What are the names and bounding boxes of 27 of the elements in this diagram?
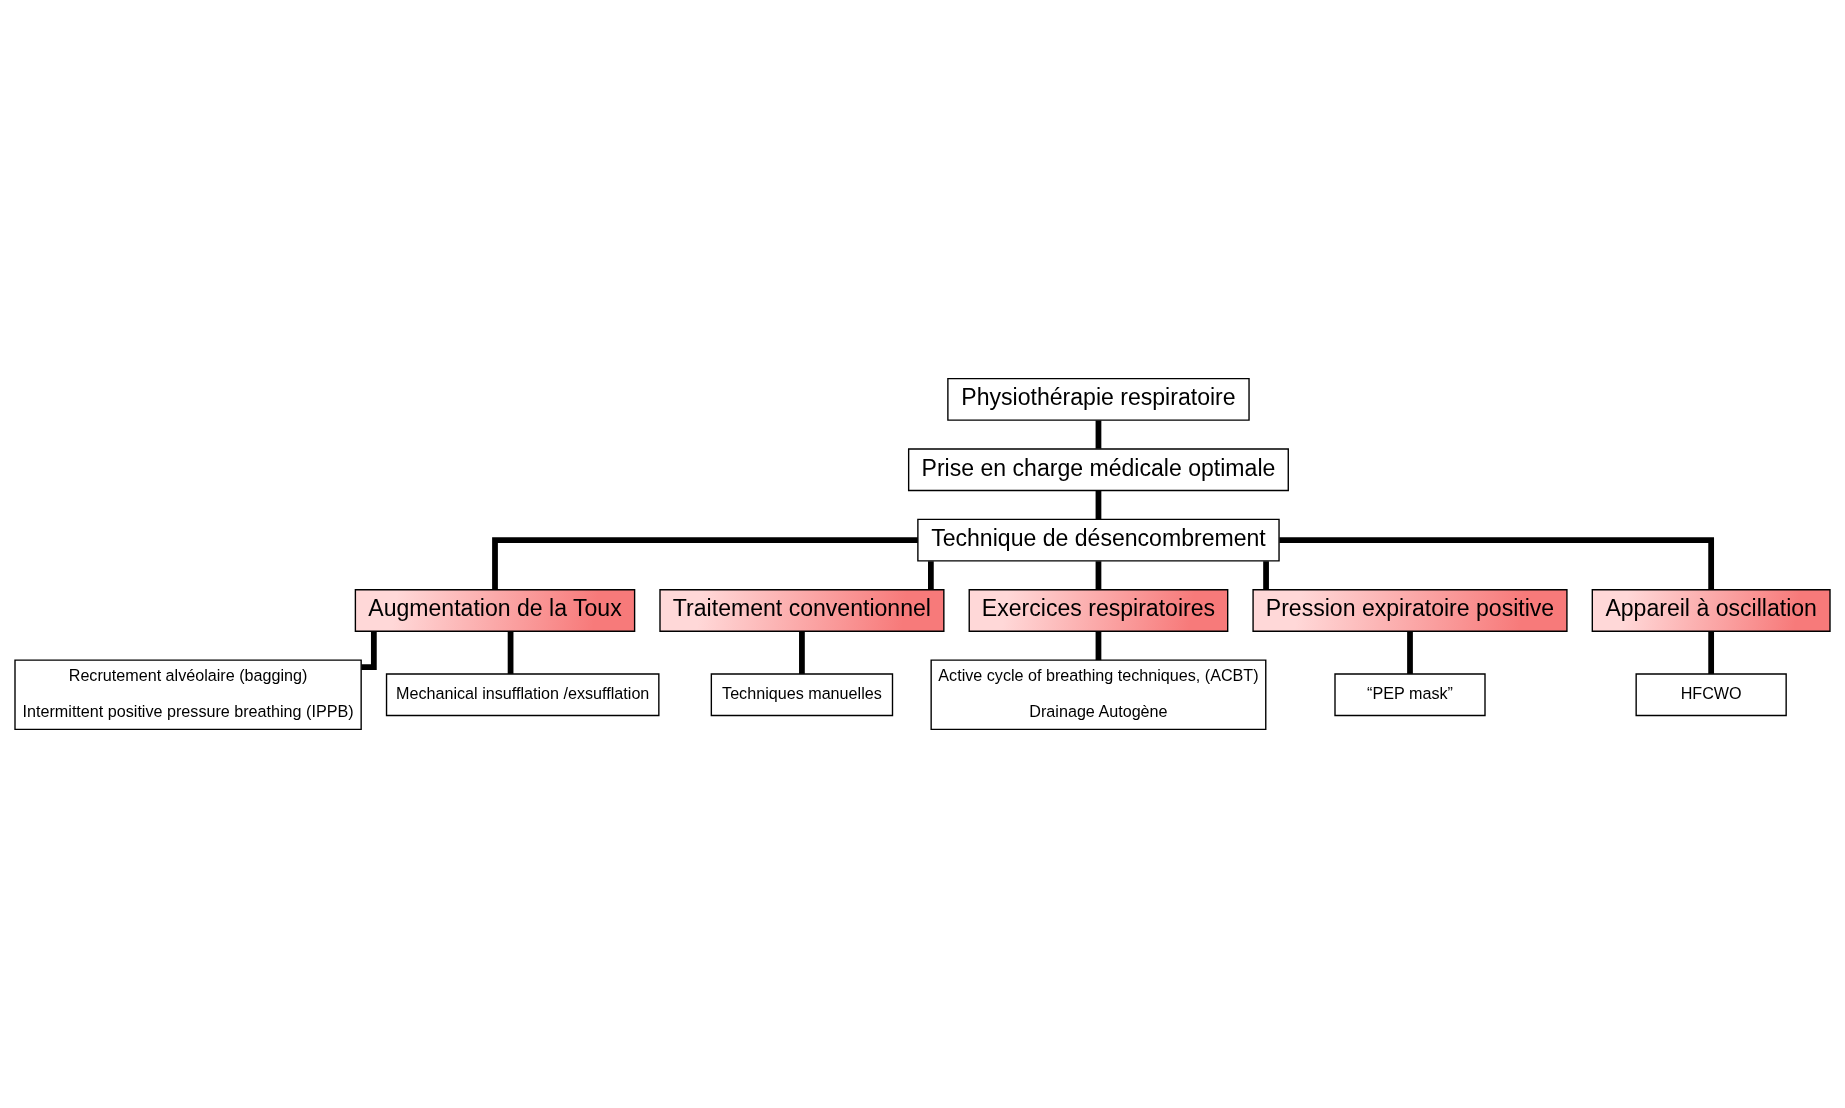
connector bbox=[1279, 537, 1715, 590]
node-box: Augmentation de la Toux bbox=[354, 589, 636, 632]
connector bbox=[799, 631, 805, 674]
node-box: Traitement conventionnel bbox=[659, 589, 945, 632]
connector bbox=[1095, 490, 1102, 520]
connector bbox=[1095, 631, 1102, 661]
node-box: HFCWO bbox=[1635, 673, 1787, 717]
connector bbox=[1263, 561, 1269, 590]
connector bbox=[1095, 561, 1102, 590]
connector bbox=[507, 631, 514, 674]
node-box: Physiothérapie respiratoire bbox=[947, 377, 1250, 421]
node-box: Technique de désencombrement bbox=[917, 518, 1280, 562]
connector bbox=[492, 537, 918, 590]
node-box: Techniques manuelles bbox=[710, 673, 894, 717]
node-box: Pression expiratoire positive bbox=[1252, 589, 1568, 632]
node-box: Exercices respiratoires bbox=[968, 589, 1229, 632]
node-box: Recrutement alvéolaire (bagging) Intermittent positive pressure breathing (IPPB) bbox=[14, 659, 362, 731]
node-box: Active cycle of breathing techniques, (ACBT) Drainage Autogène bbox=[930, 659, 1267, 731]
connector bbox=[361, 631, 377, 670]
node-box: Prise en charge médicale optimale bbox=[907, 448, 1289, 492]
node-box: “PEP mask” bbox=[1334, 673, 1486, 717]
connector bbox=[928, 561, 934, 590]
node-box: Appareil à oscillation bbox=[1591, 589, 1831, 632]
connector bbox=[1407, 631, 1413, 674]
node-box: Mechanical insufflation /exsufflation bbox=[385, 673, 660, 717]
connector bbox=[1095, 420, 1102, 449]
connector bbox=[1708, 631, 1715, 674]
